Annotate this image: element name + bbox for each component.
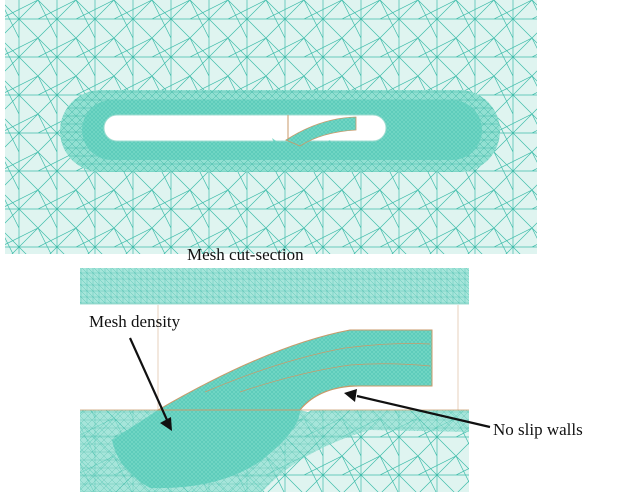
wall-arrow-shaft: [356, 394, 491, 429]
top-mesh-panel: [5, 0, 537, 254]
branch-duct: [285, 116, 357, 147]
dense-mesh-region: [112, 410, 300, 489]
upper-mesh-band: [80, 268, 469, 304]
section-title-label: Mesh cut-section: [187, 245, 304, 264]
density-arrow-shaft: [128, 337, 169, 421]
wall-arrow-head: [344, 389, 357, 402]
no-slip-walls-label: No slip walls: [493, 420, 583, 439]
annotation-arrows: [128, 337, 491, 431]
branch-mesh-bulge: [272, 138, 334, 160]
cut-section-panel: [80, 268, 469, 492]
wall-line-a: [204, 343, 431, 393]
no-slip-wall-line: [299, 385, 432, 411]
density-arrow-head: [160, 417, 172, 431]
mesh-density-label: Mesh density: [89, 312, 181, 331]
wall-line-b: [239, 363, 431, 393]
branch-wall-notch: [300, 386, 432, 412]
